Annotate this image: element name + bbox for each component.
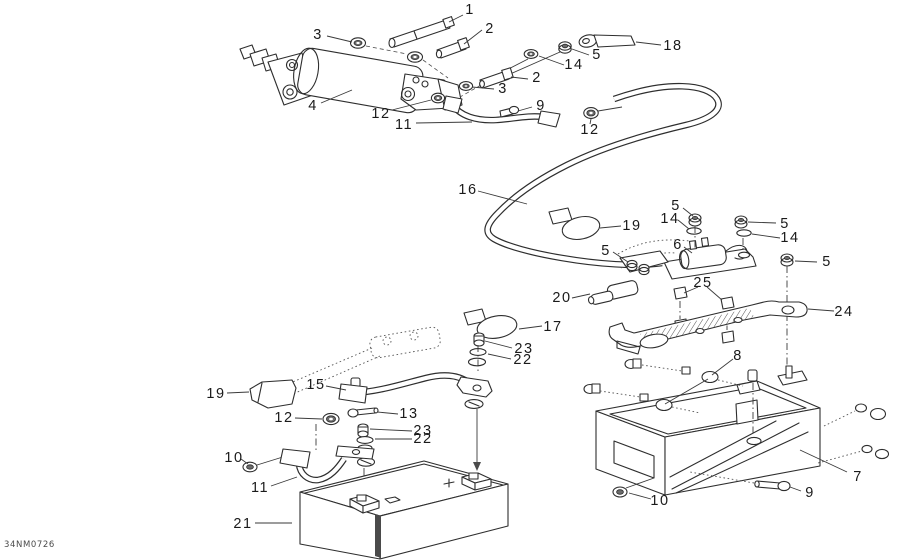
callout-23a: 23 [514,341,533,357]
washer-3b [406,51,424,63]
bolt-9a [499,105,520,118]
boot-19b [249,379,297,409]
callout-7: 7 [853,469,863,485]
callout-12a: 12 [371,106,390,122]
edge-grommets [817,403,890,464]
callout-9b: 9 [805,485,815,501]
callout-24: 24 [834,304,853,320]
plus-mark [443,478,455,488]
boot-19a [548,207,601,241]
callout-12b: 12 [580,122,599,138]
callout-5a: 5 [592,47,602,63]
callout-19a: 19 [622,218,641,234]
nut-10b [612,477,655,498]
callout-5d: 5 [822,254,832,270]
callout-14b: 14 [660,211,679,227]
starter-motor [239,44,463,114]
callout-15: 15 [306,377,325,393]
callout-5e: 5 [601,243,611,259]
solenoid-6-group [617,213,757,280]
battery-terminal-neg [349,494,380,514]
callout-22b: 22 [413,431,432,447]
battery-21 [299,460,509,560]
harness-cable-16 [484,82,722,269]
washer-12a [430,92,446,104]
battery-terminal-pos [461,472,492,491]
callout-22a: 22 [513,352,532,368]
washer-3c [458,81,474,91]
bolt-2 [435,37,470,59]
callout-16: 16 [458,182,477,198]
washer-14c [736,229,752,237]
callout-11b: 11 [251,480,269,496]
nut-5b [688,213,702,227]
callout-labels: 1 2 3 18 5 14 2 3 4 9 12 11 12 16 19 5 1… [206,2,863,532]
leader-lines [226,14,848,524]
parts-drawing [239,16,890,560]
callout-23b: 23 [413,423,432,439]
callout-2b: 2 [532,70,542,86]
callout-5b: 5 [671,198,681,214]
callout-10b: 10 [650,493,669,509]
callout-13: 13 [399,406,418,422]
terminal-boot-18 [578,34,636,48]
callout-11a: 11 [395,117,413,133]
callout-5c: 5 [780,216,790,232]
boot-17 [463,308,518,339]
callout-2a: 2 [485,21,495,37]
washer-14a [523,49,539,59]
nut-5a [558,41,572,54]
callout-19b: 19 [206,386,225,402]
bolt-23b-stack [356,423,376,495]
drawing-code: 34NM0726 [4,540,55,550]
callout-3b: 3 [498,81,508,97]
washer-12c [322,412,340,426]
callout-20: 20 [552,290,571,306]
battery-rack-7 [595,365,821,496]
callout-4: 4 [308,98,318,114]
callout-3a: 3 [313,27,323,43]
bolt-2b [479,67,514,89]
washer-12b [583,106,623,119]
callout-8: 8 [733,348,743,364]
jumper-cable-15 [338,372,493,404]
callout-25: 25 [693,275,712,291]
bolt-9b [689,471,791,492]
nut-5c [734,215,748,229]
callout-9a: 9 [536,98,546,114]
callout-17: 17 [543,319,562,335]
callout-1: 1 [465,2,475,18]
callout-6: 6 [673,237,683,253]
bolt-23a-stack [464,332,487,471]
starter-cable-11 [442,95,561,128]
bolt-1 [388,16,455,49]
bracket-24 [608,300,808,355]
nut-5d [780,253,794,367]
callout-18: 18 [663,38,682,54]
callout-21: 21 [233,516,252,532]
terminal-20 [587,280,639,305]
washer-3a [349,37,367,49]
ground-cable-11b [279,445,375,484]
callout-10a: 10 [224,450,243,466]
callout-12c: 12 [274,410,293,426]
callout-14c: 14 [780,230,799,246]
callout-14a: 14 [564,57,583,73]
nut-10a [242,455,287,473]
bolt-13 [347,407,379,418]
